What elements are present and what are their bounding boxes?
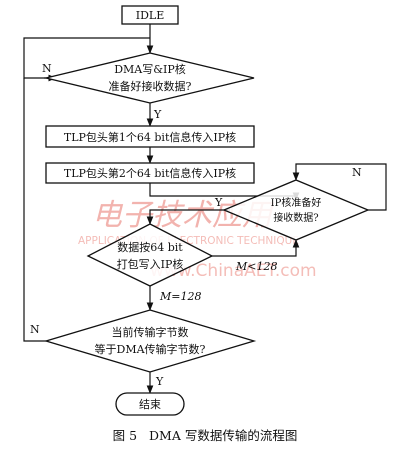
tlp-second-node: TLP包头第2个64 bit信息传入IP核 (45, 162, 255, 184)
write-decision: 数据按64 bit 打包写入IP核 (86, 223, 214, 287)
label-y-bottom: Y (155, 375, 164, 388)
edge-tlp2-to-ip-ready (149, 183, 296, 197)
figure-caption: 图 5 DMA 写数据传输的流程图 (113, 428, 298, 443)
label-n-bottom: N (30, 323, 40, 336)
label-m-less: M<128 (235, 260, 277, 273)
idle-node: IDLE (121, 5, 179, 25)
dma-check-line2: 准备好接收数据? (109, 79, 192, 93)
ip-ready-line2: 接收数据? (273, 211, 318, 224)
tlp-first-node: TLP包头第1个64 bit信息传入IP核 (45, 125, 255, 148)
end-node: 结束 (115, 392, 185, 416)
tlp-second-label: TLP包头第2个64 bit信息传入IP核 (64, 166, 236, 180)
bytes-check-decision: 当前传输字节数 等于DMA传输字节数? (43, 309, 257, 373)
dma-check-decision: DMA写&IP核 准备好接收数据? (45, 52, 255, 104)
edge-ip-ready-no (292, 163, 387, 211)
dma-check-line1: DMA写&IP核 (114, 62, 186, 76)
tlp-first-label: TLP包头第1个64 bit信息传入IP核 (64, 130, 236, 144)
label-n-ip: N (352, 166, 362, 179)
edge-ip-ready-yes (146, 209, 224, 225)
edge-labels: N Y N Y M<128 M=128 N Y (30, 62, 362, 388)
label-y-ip: Y (214, 196, 223, 209)
write-line1: 数据按64 bit (117, 240, 183, 254)
bytes-check-line1: 当前传输字节数 (112, 325, 189, 339)
ip-ready-decision: IP核准备好 接收数据? (222, 179, 370, 241)
edge-dma-check-no (23, 37, 150, 79)
end-label: 结束 (139, 398, 161, 411)
label-n-top: N (42, 62, 52, 75)
label-m-equal: M=128 (159, 290, 201, 303)
ip-ready-line1: IP核准备好 (271, 196, 322, 209)
label-y-top: Y (153, 108, 162, 121)
bytes-check-line2: 等于DMA传输字节数? (95, 342, 206, 356)
edge-bytes-check-no (23, 78, 46, 342)
write-line2: 打包写入IP核 (117, 257, 184, 271)
edge-write-m-less (212, 239, 300, 257)
idle-label: IDLE (136, 9, 165, 22)
